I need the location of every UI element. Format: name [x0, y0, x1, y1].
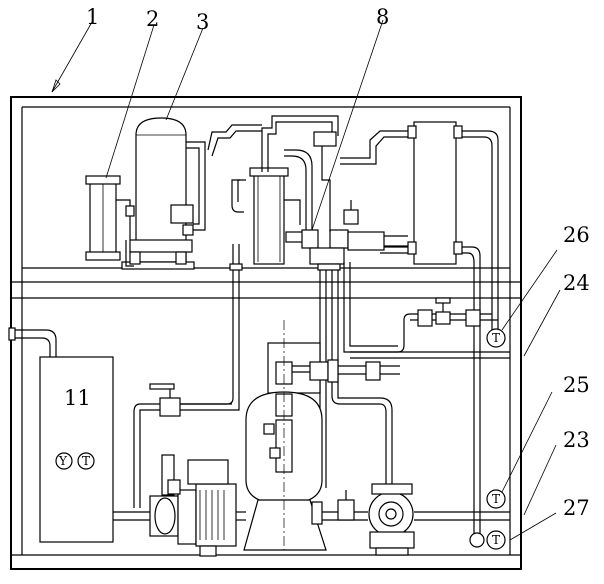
callout-25: 25 — [563, 373, 590, 397]
callout-leaders — [51, 19, 561, 541]
callout-3: 3 — [196, 10, 209, 34]
callout-23: 23 — [563, 428, 590, 452]
temperature-sensor-27-symbol: T — [492, 533, 500, 547]
temperature-sensor-26-icon — [486, 328, 506, 348]
callout-24: 24 — [563, 271, 590, 295]
tank-valve — [149, 383, 232, 417]
temperature-gauge-symbol: T — [82, 454, 90, 468]
temperature-sensor-27-icon — [486, 530, 506, 550]
water-pump — [149, 454, 246, 557]
callout-26: 26 — [563, 223, 590, 247]
plate-heat-exchanger — [340, 121, 499, 540]
temperature-sensor-25-symbol: T — [492, 492, 500, 506]
callout-labels: 1 2 3 8 11 23 24 25 26 27 — [64, 5, 590, 520]
temperature-sensor-26-symbol: T — [492, 331, 500, 345]
callout-27: 27 — [563, 496, 590, 520]
water-valves — [350, 297, 510, 359]
callout-8: 8 — [376, 5, 389, 29]
circulation-pump — [311, 483, 510, 556]
water-tank — [8, 327, 150, 543]
gauges: Y T T T T — [55, 328, 506, 550]
expansion-valve — [301, 131, 408, 271]
expansion-assembly — [207, 115, 339, 265]
level-gauge-symbol: Y — [58, 454, 68, 468]
compressor — [121, 117, 206, 270]
pressure-tank — [243, 320, 400, 551]
cabinet-frame — [10, 96, 522, 570]
drain-loop — [469, 532, 485, 548]
callout-1: 1 — [86, 5, 99, 29]
callout-2: 2 — [146, 7, 159, 31]
temperature-sensor-25-icon — [486, 489, 506, 509]
temperature-gauge-icon — [77, 452, 95, 470]
level-gauge-icon — [55, 452, 73, 470]
callout-11: 11 — [64, 386, 91, 410]
dryer-filter — [85, 175, 135, 267]
